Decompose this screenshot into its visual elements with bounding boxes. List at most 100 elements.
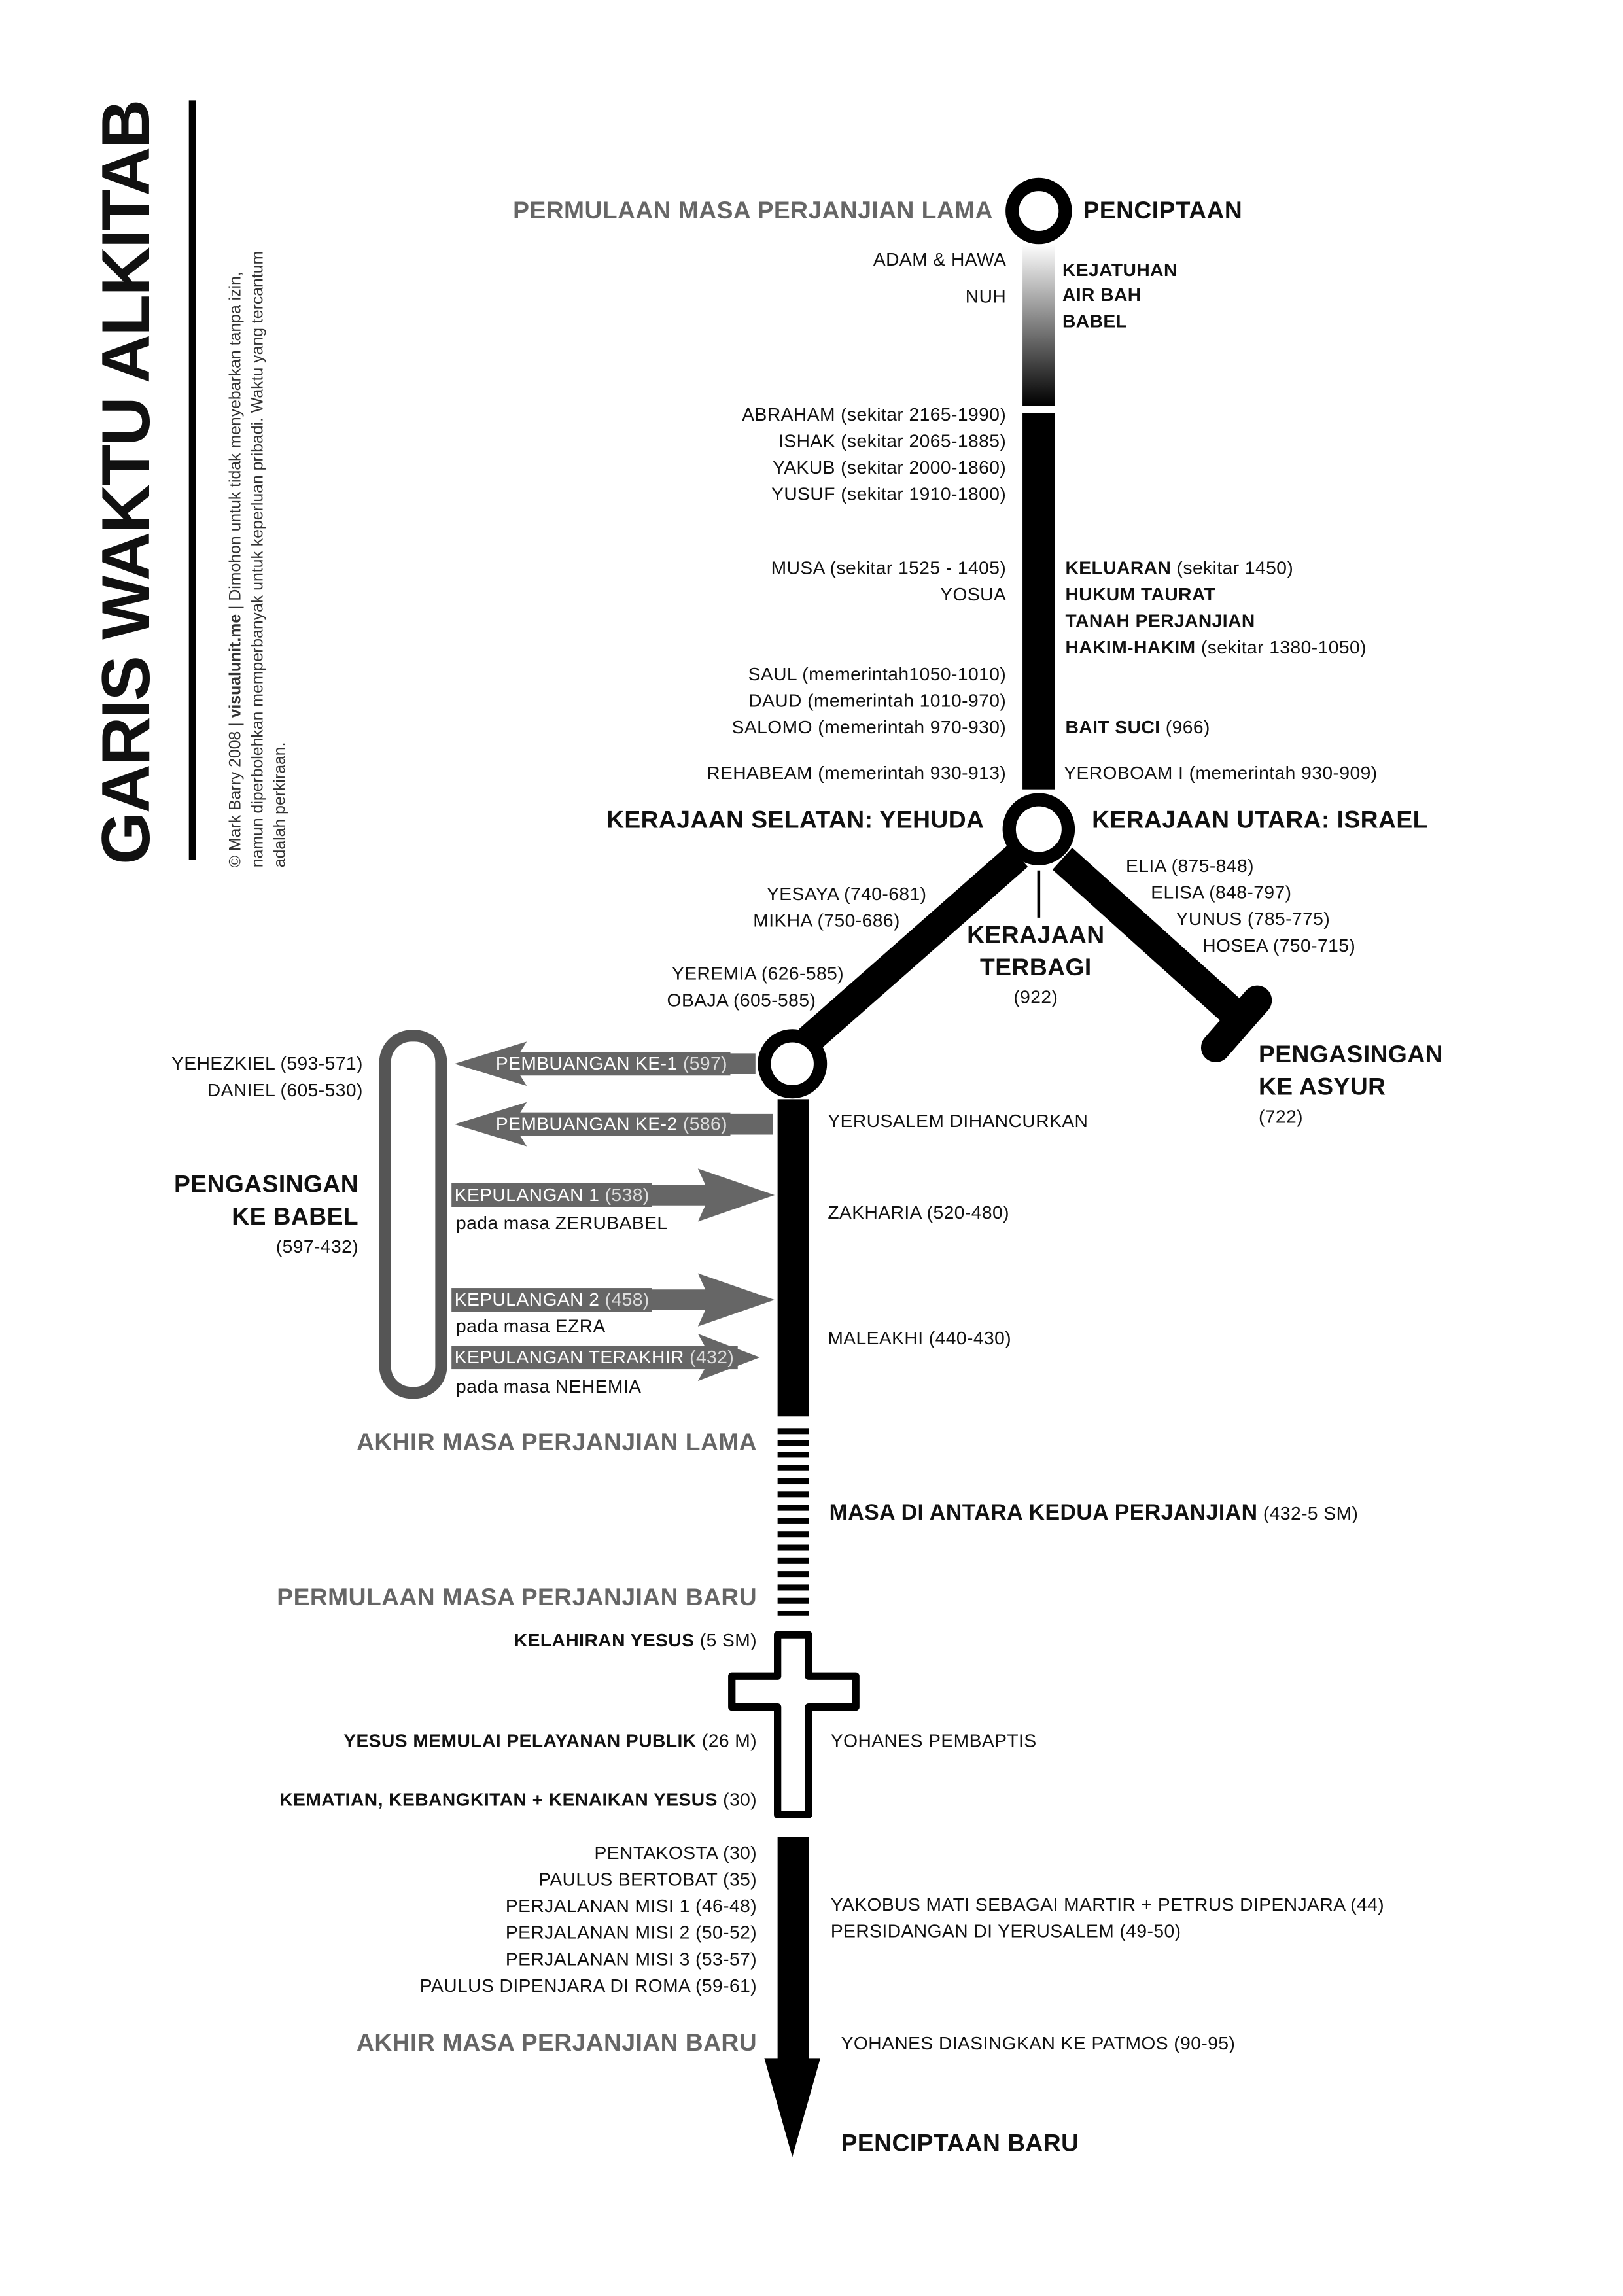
king: SAUL (memerintah1050-1010)	[748, 663, 1007, 685]
exodus-event-date: (sekitar 1450)	[1171, 557, 1294, 579]
exile-prophet: DANIEL (605-530)	[207, 1080, 363, 1101]
return3-label: KEPULANGAN TERAKHIR (432)	[451, 1346, 737, 1370]
patmos: YOHANES DIASINGKAN KE PATMOS (90-95)	[841, 2033, 1236, 2054]
nt-event-right: PERSIDANGAN DI YERUSALEM (49-50)	[830, 1921, 1181, 1942]
nt-arrow	[764, 1837, 821, 2157]
northern-kingdom-label: KERAJAAN UTARA: ISRAEL	[1092, 807, 1428, 834]
intertestamental-name: MASA DI ANTARA KEDUA PERJANJIAN	[829, 1500, 1258, 1526]
south-prophet: MIKHA (750-686)	[753, 910, 900, 931]
credits: © Mark Barry 2008 | visualunit.me | Dimo…	[226, 251, 292, 867]
flood: AIR BAH	[1062, 285, 1142, 305]
intertestamental-label: MASA DI ANTARA KEDUA PERJANJIAN (432-5 S…	[829, 1500, 1359, 1526]
north-prophet: HOSEA (750-715)	[1202, 935, 1356, 956]
credit-notice: | Dimohon untuk tidak menyebarkan tanpa …	[227, 271, 245, 614]
judah-line	[777, 1099, 809, 1417]
return1-year: (538)	[599, 1185, 650, 1206]
patriarch: YAKUB (sekitar 2000-1860)	[773, 457, 1007, 478]
south-prophet: OBAJA (605-585)	[667, 990, 816, 1011]
creation-label: PENCIPTAAN	[1083, 198, 1243, 224]
exodus-event-name: KELUARAN	[1065, 557, 1172, 579]
new-creation-label: PENCIPTAAN BARU	[841, 2130, 1079, 2157]
return1-label: KEPULANGAN 1 (538)	[451, 1183, 653, 1207]
credit-site: visualunit.me	[227, 614, 245, 718]
deport1-label: PEMBUANGAN KE-1 (597)	[493, 1052, 731, 1076]
deport1-name: PEMBUANGAN KE-1	[495, 1053, 678, 1075]
death-resurrection-name: KEMATIAN, KEBANGKITAN + KENAIKAN YESUS	[279, 1789, 718, 1811]
patriarch: YUSUF (sekitar 1910-1800)	[771, 483, 1007, 505]
ot-start-label: PERMULAAN MASA PERJANJIAN LAMA	[513, 198, 993, 224]
credit-line3: adalah perkiraan.	[271, 742, 290, 868]
nt-event: PAULUS DIPENJARA DI ROMA (59-61)	[419, 1975, 758, 1996]
temple-event: BAIT SUCI (966)	[1065, 716, 1210, 739]
poster-title: GARIS WAKTU ALKITAB	[87, 101, 164, 865]
babylon-exile-label: PENGASINGAN	[174, 1171, 359, 1198]
fall: KEJATUHAN	[1062, 259, 1178, 281]
intertestamental-years: (432-5 SM)	[1257, 1503, 1359, 1524]
creation-node	[1005, 177, 1072, 245]
nt-event: PERJALANAN MISI 2 (50-52)	[505, 1922, 758, 1943]
return1-leader: pada masa ZERUBABEL	[455, 1213, 668, 1234]
credit-line2: namun diperbolehkan memperbanyak untuk k…	[249, 251, 268, 868]
babylon-exile-label-2: KE BABEL	[232, 1204, 359, 1231]
return3-name: KEPULANGAN TERAKHIR	[454, 1347, 684, 1368]
nt-event: PERJALANAN MISI 1 (46-48)	[505, 1896, 758, 1917]
birth-of-jesus-name: KELAHIRAN YESUS	[514, 1630, 695, 1651]
north-branch	[1052, 847, 1249, 1030]
deport2-label: PEMBUANGAN KE-2 (586)	[493, 1112, 731, 1136]
ot-line	[1022, 413, 1055, 790]
promised-land-event: TANAH PERJANJIAN	[1065, 610, 1255, 633]
ministry-start-year: (26 M)	[696, 1730, 758, 1752]
division-node	[1002, 793, 1075, 865]
return3-year: (432)	[684, 1347, 735, 1368]
patriarch: ABRAHAM (sekitar 2165-1990)	[742, 404, 1007, 425]
judges-event: HAKIM-HAKIM (sekitar 1380-1050)	[1065, 636, 1367, 659]
king: SALOMO (memerintah 970-930)	[731, 717, 1007, 738]
babel: BABEL	[1062, 311, 1128, 332]
north-prophet: ELIA (875-848)	[1125, 856, 1254, 877]
birth-of-jesus: KELAHIRAN YESUS (5 SM)	[514, 1629, 757, 1652]
noah: NUH	[965, 286, 1007, 307]
moses: MUSA (sekitar 1525 - 1405)	[771, 557, 1007, 579]
judges-event-date: (sekitar 1380-1050)	[1195, 637, 1367, 658]
north-prophet: YUNUS (785-775)	[1176, 909, 1331, 930]
birth-of-jesus-year: (5 SM)	[694, 1630, 758, 1651]
south-branch	[799, 844, 1028, 1052]
divided-kingdom-label-2: TERBAGI	[980, 954, 1092, 981]
judges-event-name: HAKIM-HAKIM	[1065, 637, 1196, 658]
king: DAUD (memerintah 1010-970)	[748, 690, 1007, 712]
deport1-year: (597)	[677, 1053, 728, 1075]
assyria-cap	[1200, 985, 1272, 1062]
return2-year: (458)	[599, 1289, 650, 1310]
nt-event: PERJALANAN MISI 3 (53-57)	[505, 1949, 758, 1970]
jerusalem-destroyed: YERUSALEM DIHANCURKAN	[828, 1111, 1089, 1132]
title-bar	[188, 100, 196, 860]
return3-leader: pada masa NEHEMIA	[455, 1376, 642, 1397]
malachi: MALEAKHI (440-430)	[828, 1327, 1012, 1349]
intertestamental-dashes	[777, 1428, 809, 1616]
credit-copyright: © Mark Barry 2008 |	[227, 718, 245, 868]
deport2-name: PEMBUANGAN KE-2	[495, 1113, 678, 1135]
zechariah: ZAKHARIA (520-480)	[828, 1202, 1010, 1223]
ministry-start: YESUS MEMULAI PELAYANAN PUBLIK (26 M)	[343, 1729, 757, 1752]
exile-prophet: YEHEZKIEL (593-571)	[171, 1053, 363, 1075]
adam-eve: ADAM & HAWA	[873, 249, 1007, 270]
death-resurrection-year: (30)	[717, 1789, 758, 1811]
return2-leader: pada masa EZRA	[455, 1315, 606, 1337]
divided-kingdom-year: (922)	[1013, 986, 1058, 1008]
law-event: HUKUM TAURAT	[1065, 583, 1215, 606]
south-prophet: YESAYA (740-681)	[767, 884, 927, 905]
ministry-start-name: YESUS MEMULAI PELAYANAN PUBLIK	[343, 1730, 697, 1752]
south-prophet: YEREMIA (626-585)	[672, 963, 845, 984]
joshua: YOSUA	[940, 584, 1007, 605]
promised-land-event-name: TANAH PERJANJIAN	[1065, 610, 1255, 632]
nt-event: PENTAKOSTA (30)	[594, 1843, 758, 1864]
nt-event: PAULUS BERTOBAT (35)	[538, 1869, 758, 1890]
exodus-event: KELUARAN (sekitar 1450)	[1065, 556, 1293, 580]
divided-kingdom-label: KERAJAAN	[967, 922, 1105, 949]
death-resurrection: KEMATIAN, KEBANGKITAN + KENAIKAN YESUS (…	[279, 1788, 757, 1812]
return1-name: KEPULANGAN 1	[454, 1185, 600, 1206]
rehoboam: REHABEAM (memerintah 930-913)	[707, 763, 1007, 784]
assyria-exile-label: PENGASINGAN	[1258, 1041, 1444, 1068]
north-prophet: ELISA (848-797)	[1151, 882, 1292, 903]
